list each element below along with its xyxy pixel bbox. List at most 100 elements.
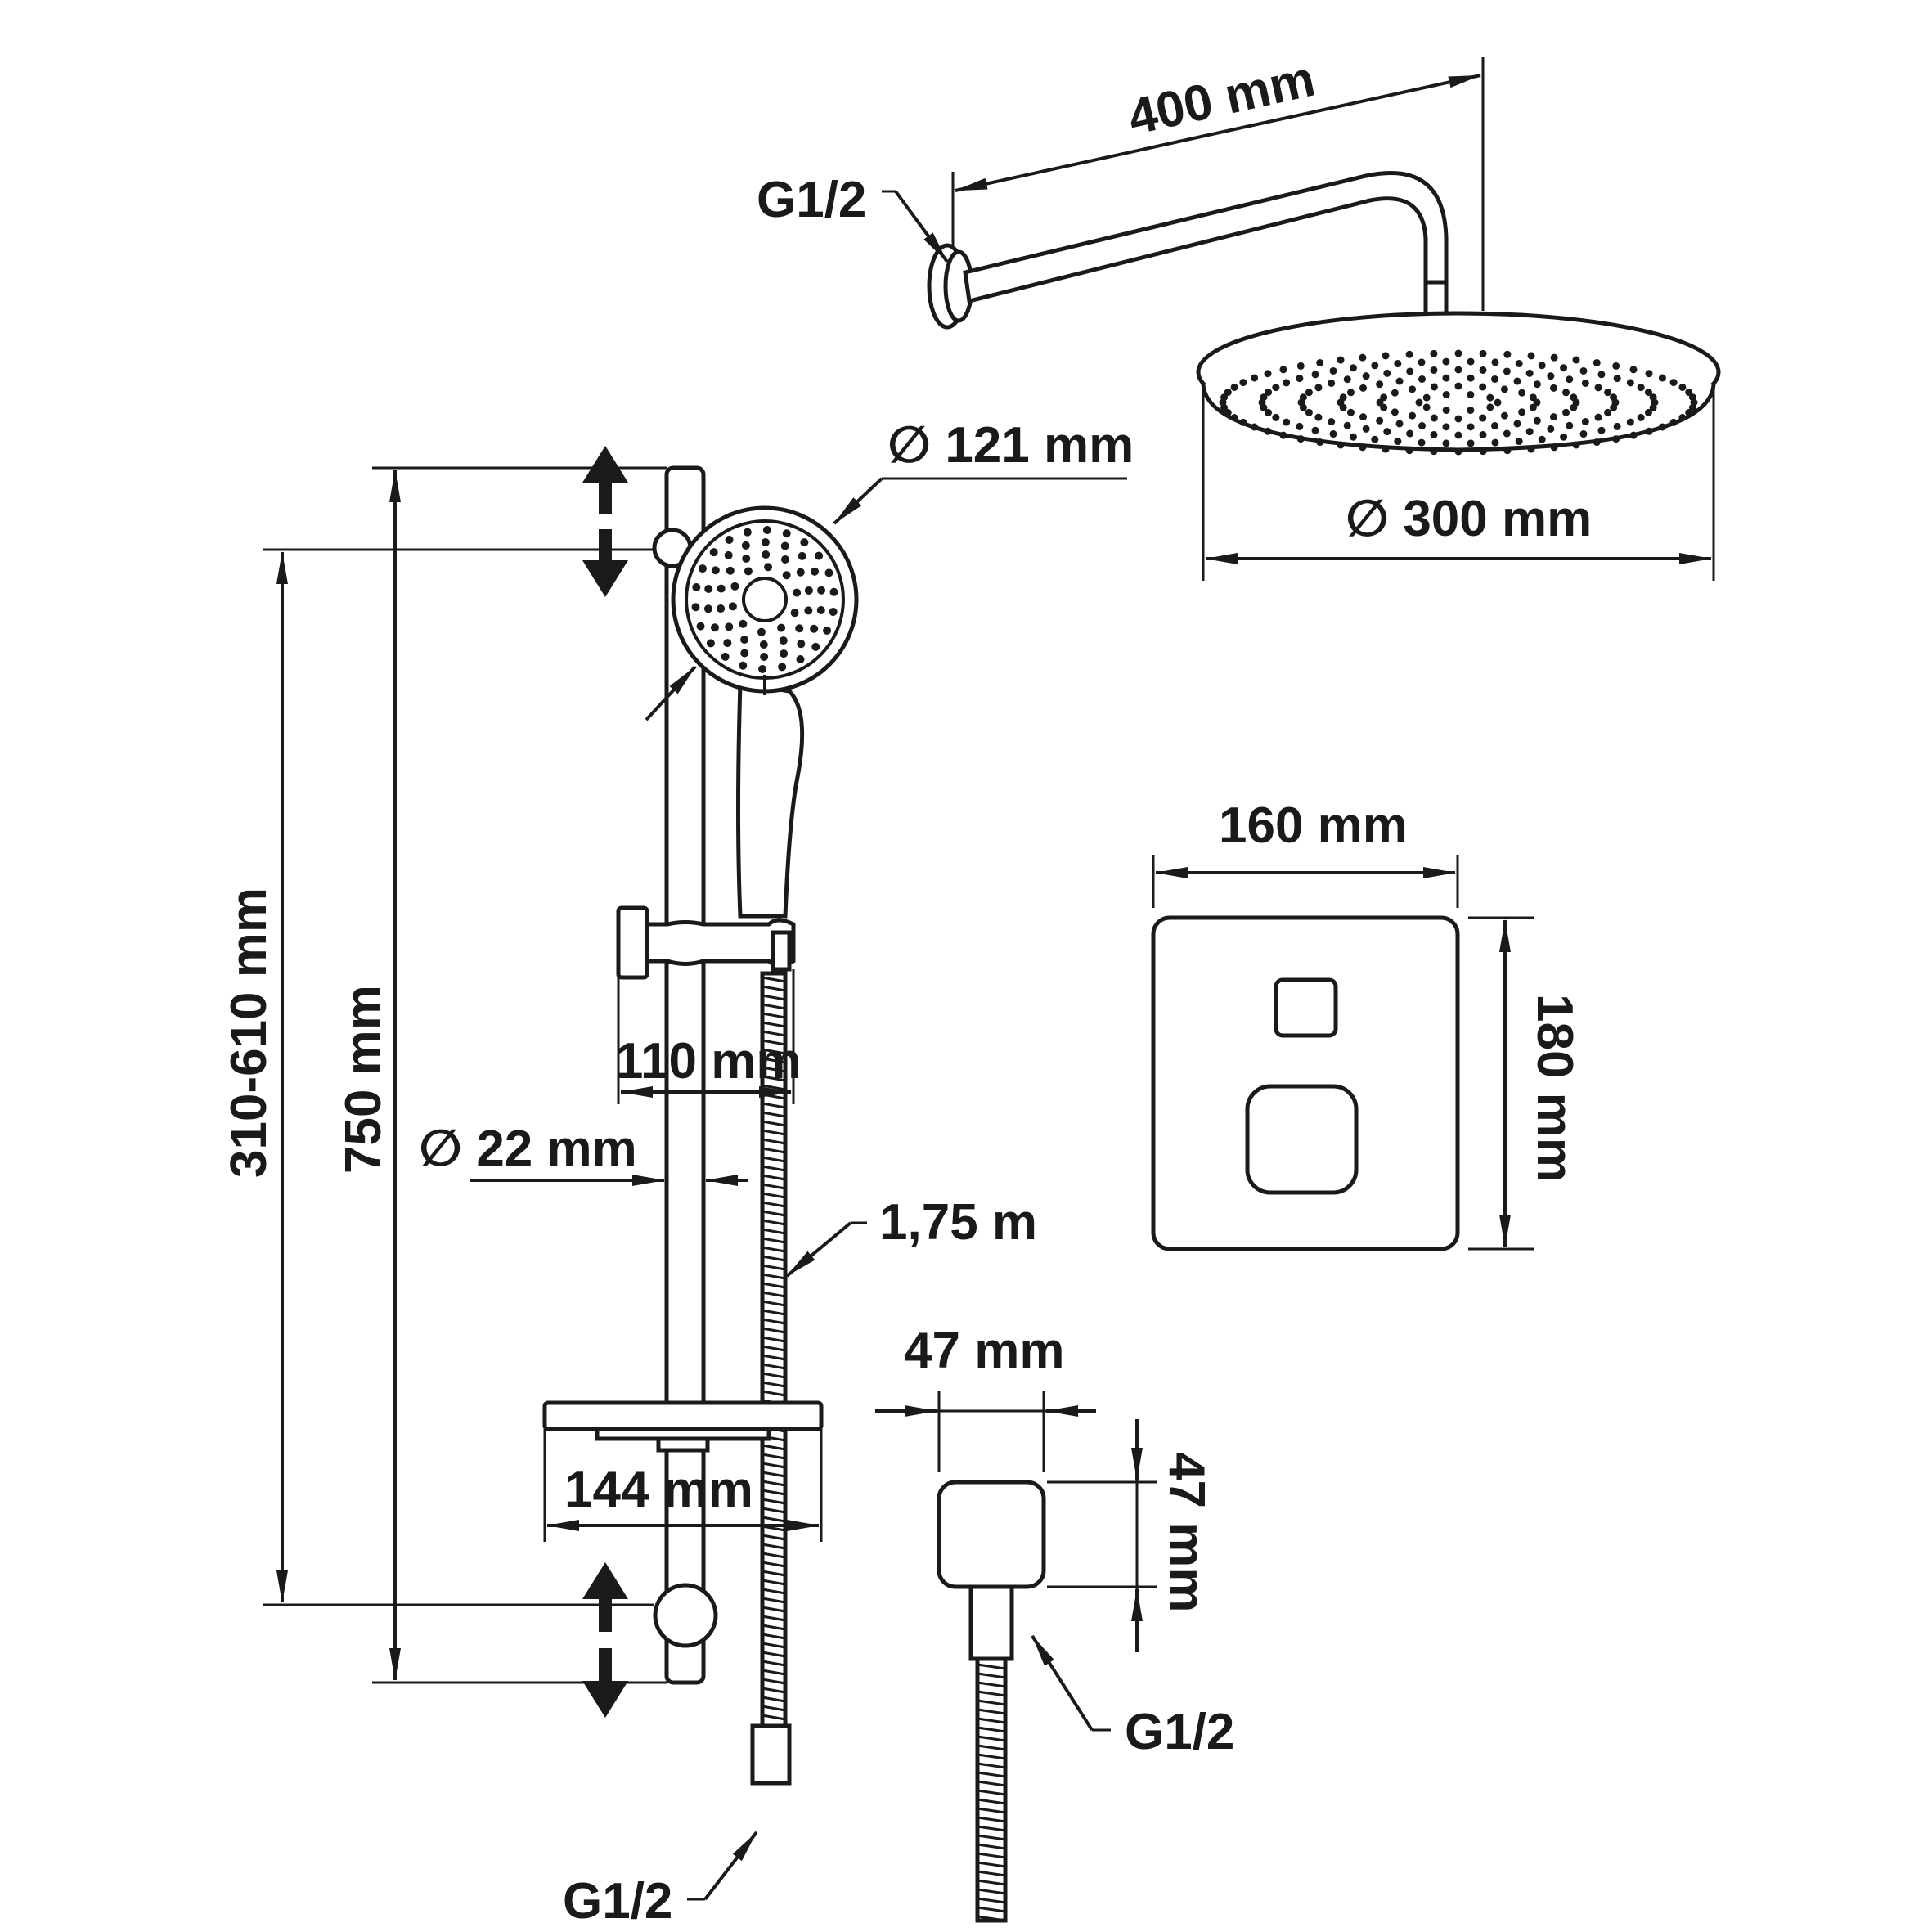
hose-coil [762, 1183, 786, 1190]
hose-coil [762, 1327, 786, 1334]
shower-arm [927, 171, 1449, 330]
spray-hole [1525, 369, 1534, 377]
spray-hole [1376, 416, 1384, 425]
spray-hole [1612, 362, 1620, 370]
spray-hole [779, 636, 788, 645]
spray-hole [1538, 362, 1546, 370]
dimension-head-diameter: ∅ 300 mm [1202, 384, 1715, 581]
hose-coil [762, 1705, 786, 1712]
spray-hole [1503, 350, 1512, 358]
hand-diameter-label: ∅ 121 mm [887, 417, 1134, 474]
spray-hole [1224, 408, 1232, 416]
spray-hole [762, 550, 771, 559]
spray-hole [1604, 389, 1612, 397]
hose-coil [977, 1807, 1006, 1814]
spray-hole [1383, 428, 1391, 436]
spray-hole [1260, 393, 1268, 402]
spray-hole [1349, 433, 1357, 441]
spray-hole [780, 541, 789, 550]
plate-height-label: 180 mm [1526, 994, 1583, 1183]
spray-hole [725, 622, 734, 631]
hose-coil [762, 1318, 786, 1325]
spray-hole [1479, 447, 1487, 456]
spray-hole [1406, 367, 1414, 375]
spray-hole [1479, 366, 1487, 374]
spray-hole [1314, 384, 1323, 392]
spray-hole [1579, 366, 1588, 375]
hose-coil [762, 1048, 786, 1055]
hose-coil [762, 1066, 786, 1073]
hose-coil [762, 1543, 786, 1550]
spray-hole [1515, 438, 1523, 446]
spray-hole [1500, 411, 1508, 420]
spray-hole [1430, 414, 1438, 422]
spray-hole [1644, 389, 1652, 397]
hose-coil [977, 1897, 1006, 1904]
hose-coil [762, 1003, 786, 1010]
spray-hole [1454, 366, 1462, 374]
spray-hole [1479, 349, 1487, 357]
hose-coil [762, 1021, 786, 1028]
spray-hole [1442, 390, 1450, 398]
rain-shower-head [1196, 311, 1721, 456]
spray-hole [1566, 375, 1574, 384]
spray-hole [1346, 389, 1355, 397]
spray-hole [1239, 418, 1247, 426]
spray-hole [800, 538, 809, 547]
spray-hole [1272, 384, 1280, 392]
hose-coil [762, 1444, 786, 1451]
hose-coil [977, 1915, 1006, 1922]
hose-coil [762, 1660, 786, 1667]
hose-coil [762, 1642, 786, 1649]
spray-hole [710, 623, 719, 632]
hose-coil [762, 1210, 786, 1217]
spray-hole [1533, 398, 1541, 407]
hose-coil [762, 1156, 786, 1163]
hose-coil [762, 1075, 786, 1082]
spray-hole [1251, 374, 1259, 382]
spray-hole [759, 640, 768, 649]
spray-hole [1346, 408, 1355, 416]
hose-coil [762, 1615, 786, 1622]
spray-hole [739, 619, 748, 628]
soap-dish [542, 1400, 824, 1453]
spray-hole [1454, 349, 1462, 357]
outlet-thread-label: G1/2 [1125, 1704, 1234, 1760]
spray-hole [1525, 428, 1534, 436]
spray-hole [1391, 389, 1399, 397]
hose-coil [762, 1336, 786, 1343]
spray-hole [1669, 418, 1678, 426]
spray-hole [1685, 408, 1693, 416]
hose-coil [762, 1462, 786, 1469]
hose-coil [762, 1372, 786, 1379]
spray-hole [1467, 374, 1475, 382]
spray-hole [1376, 380, 1384, 389]
dimension-slider-width: 110 mm [615, 969, 802, 1104]
spray-hole [1688, 403, 1696, 411]
hose-coil [762, 1219, 786, 1226]
spray-hole [1328, 379, 1336, 387]
spray-hole [711, 566, 720, 575]
spray-hole [1658, 374, 1666, 382]
hose-coil [977, 1744, 1006, 1751]
outlet-width-label: 47 mm [904, 1323, 1064, 1379]
spray-hole [1359, 443, 1367, 452]
spray-hole [1430, 383, 1438, 391]
spray-hole [1220, 393, 1229, 402]
spray-hole [1418, 358, 1426, 366]
spray-hole [744, 567, 753, 576]
spray-hole [790, 609, 799, 618]
spray-hole [1343, 375, 1351, 384]
spray-hole [1329, 430, 1337, 438]
dimension-hand-diameter: ∅ 121 mm [645, 417, 1134, 721]
spray-hole [692, 583, 701, 592]
spray-hole [1343, 421, 1351, 429]
spray-hole [1649, 403, 1657, 411]
spray-hole [1264, 370, 1272, 378]
spray-hole [811, 642, 820, 651]
soap-dish-width-label: 144 mm [564, 1462, 753, 1518]
spray-hole [1349, 364, 1357, 372]
hose-coil [762, 1570, 786, 1577]
spray-hole [1645, 370, 1653, 378]
